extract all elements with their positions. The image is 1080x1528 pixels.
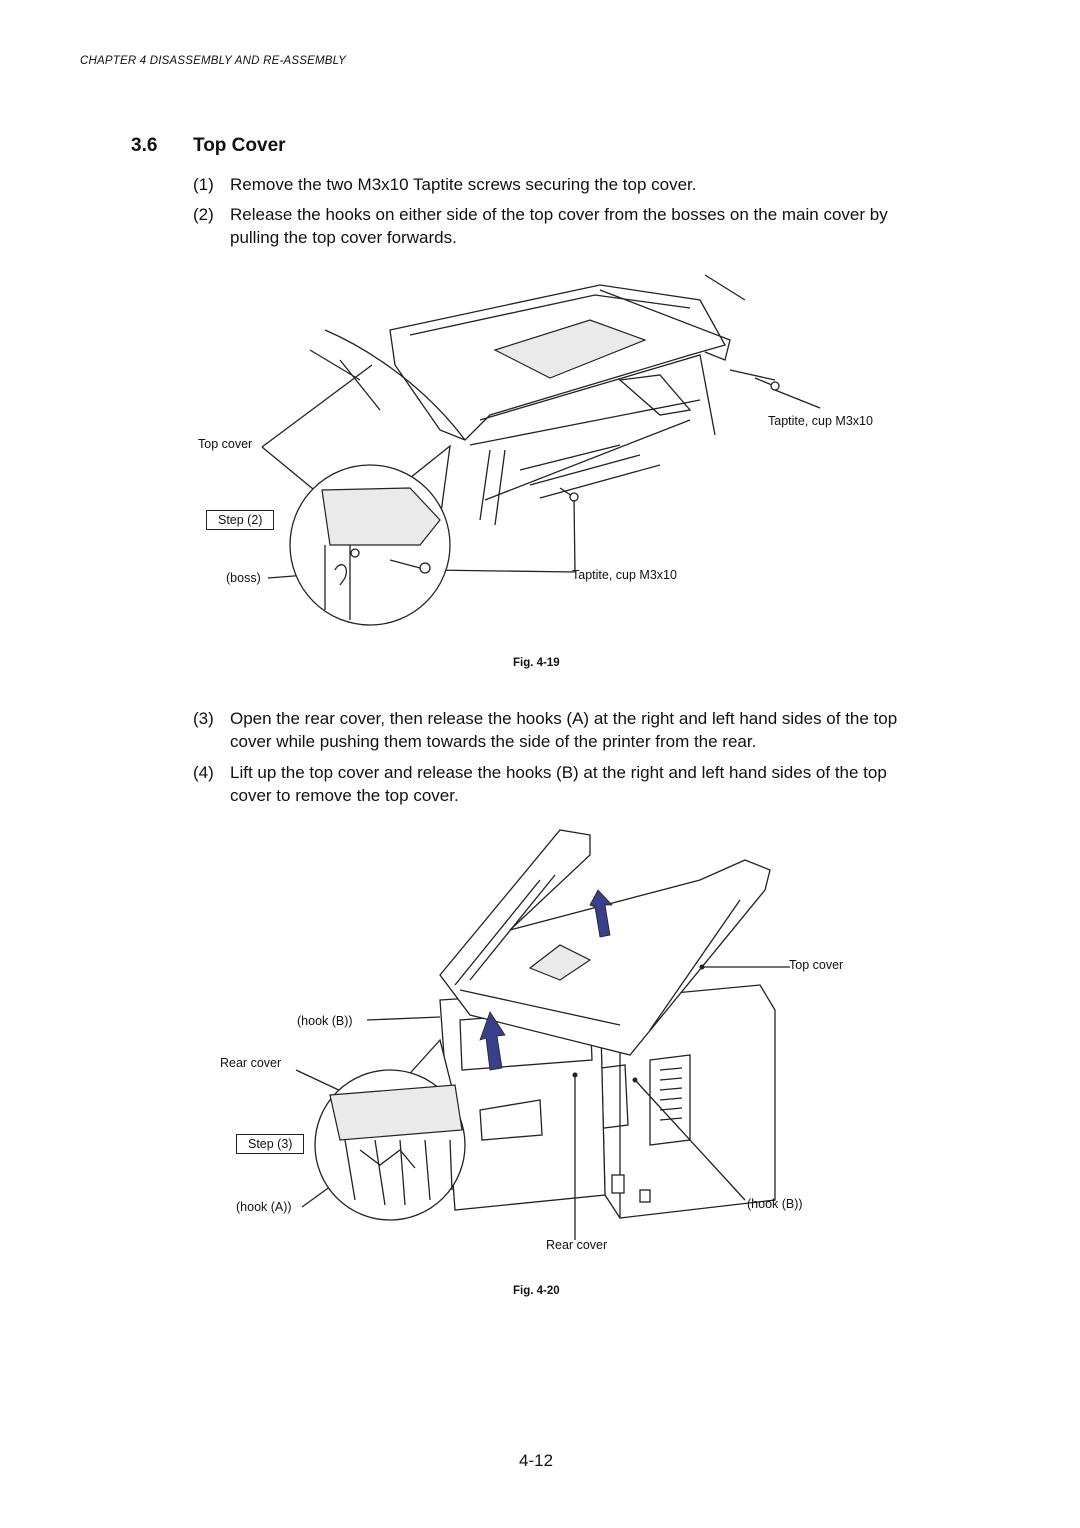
step-number: (4) (193, 763, 214, 782)
step-text: Remove the two M3x10 Taptite screws secu… (230, 175, 697, 194)
label-hook-b-left: (hook (B)) (297, 1014, 353, 1028)
label-rear-cover-left: Rear cover (220, 1056, 282, 1070)
step-text: cover while pushing them towards the sid… (230, 732, 757, 751)
page-number: 4-12 (519, 1451, 554, 1470)
step-3: (3) Open the rear cover, then release th… (193, 707, 993, 755)
step-text: pulling the top cover forwards. (230, 228, 457, 247)
label-rear-cover-bottom: Rear cover (546, 1238, 608, 1252)
step-number: (3) (193, 709, 214, 728)
chapter-header: CHAPTER 4 DISASSEMBLY AND RE-ASSEMBLY (80, 55, 347, 67)
label-taptite-upper: Taptite, cup M3x10 (768, 414, 873, 428)
step-text: Lift up the top cover and release the ho… (230, 763, 887, 782)
label-top-cover: Top cover (198, 437, 253, 451)
figure-20-caption: Fig. 4-20 (513, 1285, 560, 1297)
step-text: cover to remove the top cover. (230, 786, 459, 805)
step-text: Open the rear cover, then release the ho… (230, 709, 898, 728)
label-hook-a: (hook (A)) (236, 1200, 292, 1214)
step-number: (2) (193, 205, 214, 224)
label-taptite-lower: Taptite, cup M3x10 (572, 568, 677, 582)
step-2: (2) Release the hooks on either side of … (193, 203, 973, 251)
step-text: Release the hooks on either side of the … (230, 205, 888, 224)
step-number: (1) (193, 175, 214, 194)
label-top-cover-20: Top cover (789, 958, 844, 972)
label-boss: (boss) (226, 571, 261, 585)
step-4: (4) Lift up the top cover and release th… (193, 761, 993, 809)
step-1: (1) Remove the two M3x10 Taptite screws … (193, 173, 973, 197)
section-number: 3.6 (131, 135, 158, 156)
label-step-3: Step (3) (236, 1134, 305, 1154)
section-title: 3.6 Top Cover (131, 135, 286, 157)
label-hook-b-right: (hook (B)) (747, 1197, 803, 1211)
figure-19-caption: Fig. 4-19 (513, 657, 560, 669)
screw-middle (559, 487, 579, 502)
label-step-2: Step (2) (206, 510, 275, 530)
section-name: Top Cover (193, 135, 286, 156)
